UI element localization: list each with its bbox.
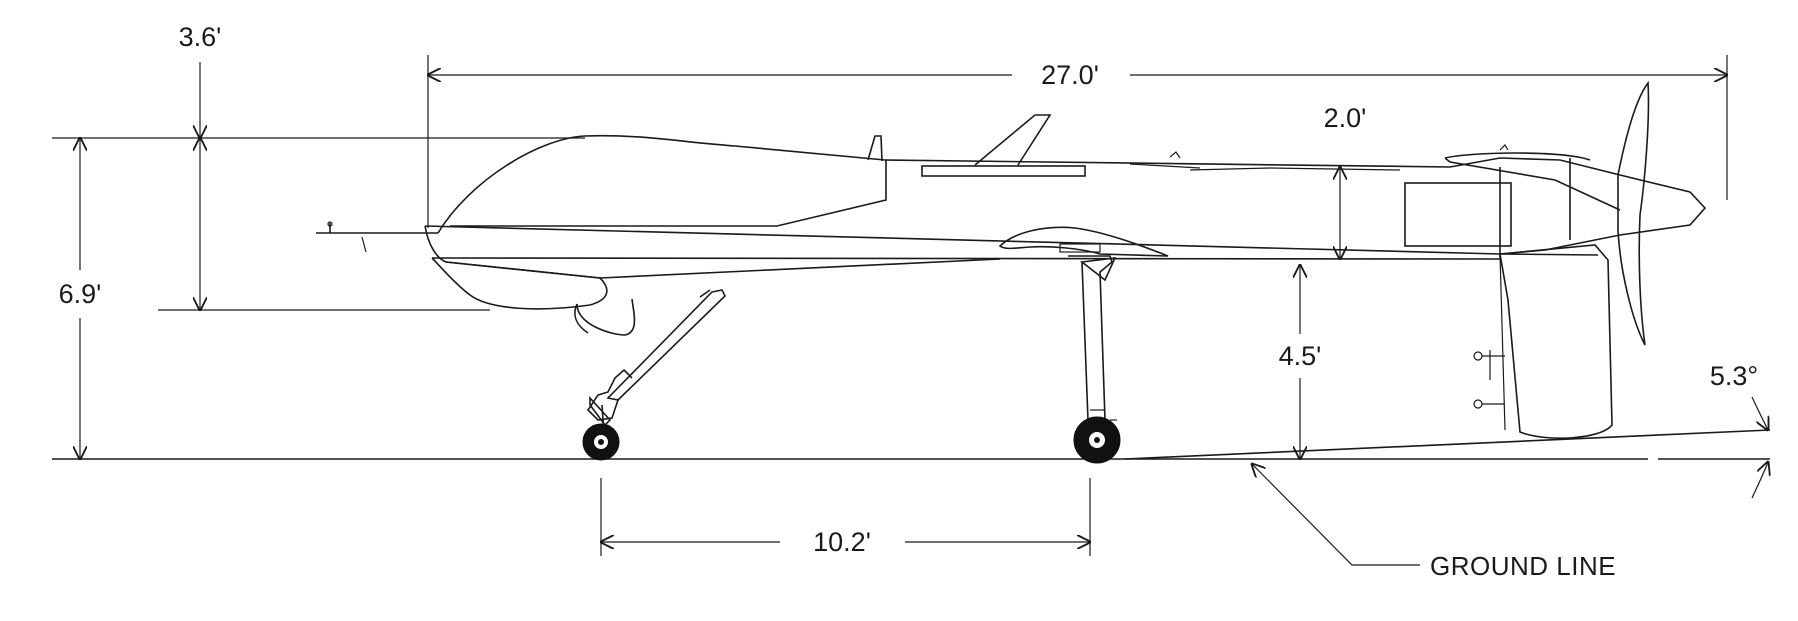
overall-height-label: 6.9': [59, 279, 102, 309]
ground-line-callout: GROUND LINE: [1252, 464, 1616, 581]
ground-clearance-dimension: 4.5': [1279, 265, 1322, 459]
fuselage-height-label: 3.6': [179, 22, 222, 52]
tail-angle-label: 5.3°: [1710, 361, 1758, 391]
length-dimension: 27.0': [428, 55, 1727, 228]
tail-slope-line: [1124, 429, 1771, 460]
overall-height-dimension: 6.9': [52, 138, 585, 459]
tail-angle-dimension: 5.3°: [1710, 361, 1768, 499]
ground-line-label: GROUND LINE: [1430, 551, 1616, 581]
wheelbase-label: 10.2': [813, 527, 871, 557]
main-landing-gear: [1068, 255, 1121, 464]
wheelbase-dimension: 10.2': [601, 478, 1090, 557]
boom-height-label: 2.0': [1324, 103, 1367, 133]
fuselage-height-dimension: 3.6': [158, 22, 490, 310]
ground-clearance-label: 4.5': [1279, 341, 1322, 371]
length-label: 27.0': [1041, 60, 1099, 90]
nose-landing-gear: [582, 289, 726, 461]
aircraft-body: [316, 80, 1707, 439]
boom-height-dimension: 2.0': [1324, 103, 1367, 259]
